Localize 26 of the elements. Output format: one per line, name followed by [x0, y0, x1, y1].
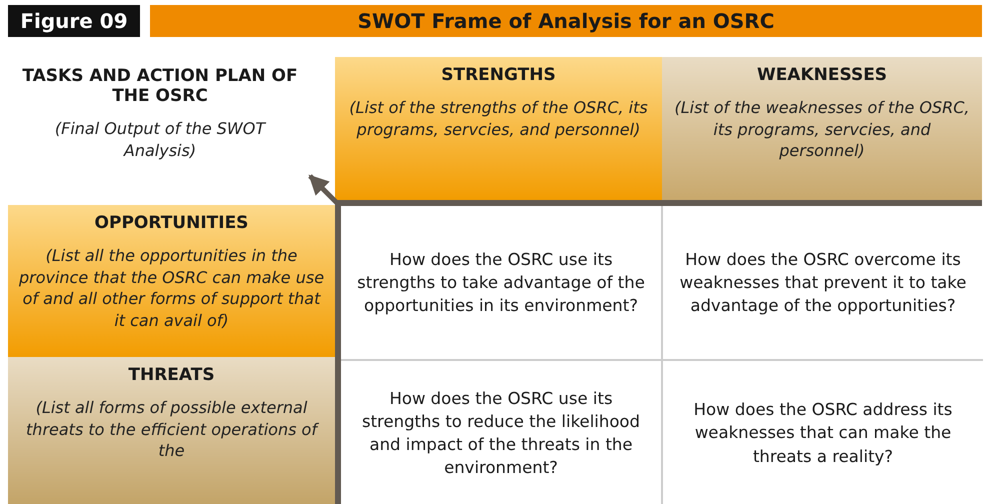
question-text: How does the OSRC overcome its weaknesses that prevent it to take advantage of the opportunities?: [678, 248, 968, 318]
description: (List all the opportunities in the province that the OSRC can make use of and all other forms of support that it can avail of): [18, 245, 325, 332]
description: (List of the strengths of the OSRC, its programs, servcies, and personnel): [348, 97, 649, 140]
grid-cell: [663, 206, 983, 361]
weaknesses-panel: [662, 57, 982, 200]
question-text: How does the OSRC use its strengths to take advantage of the opportunities in its environment?: [356, 248, 646, 318]
description: (List of the weaknesses of the OSRC, its programs, servcies, and personnel): [673, 97, 971, 162]
grid-cell: [341, 206, 663, 361]
heading: WEAKNESSES: [756, 65, 888, 85]
description: (List all forms of possible external threats to the efficient operations of the: [25, 397, 320, 462]
grid-cell: [341, 361, 663, 504]
description: (Final Output of the SWOT Analysis): [54, 118, 268, 162]
threats-panel: [8, 357, 335, 504]
question-text: How does the OSRC address its weaknesses that can make the threats a reality?: [692, 399, 954, 468]
strengths-panel: [335, 57, 662, 200]
title-bar: SWOT Frame of Analysis for an OSRC: [150, 5, 982, 37]
grid-frame: [335, 200, 982, 504]
grid-cell: [663, 361, 983, 504]
opportunities-panel: [8, 205, 335, 357]
heading: THREATS: [128, 365, 215, 385]
question-text: How does the OSRC use its strengths to reduce the likelihood and impact of the threats in the environment?: [360, 388, 642, 480]
heading: OPPORTUNITIES: [94, 213, 248, 233]
heading: STRENGTHS: [441, 65, 556, 85]
arrow: [308, 174, 339, 205]
figure-badge: Figure 09: [8, 5, 140, 37]
heading: TASKS AND ACTION PLAN OF THE OSRC: [21, 66, 299, 106]
